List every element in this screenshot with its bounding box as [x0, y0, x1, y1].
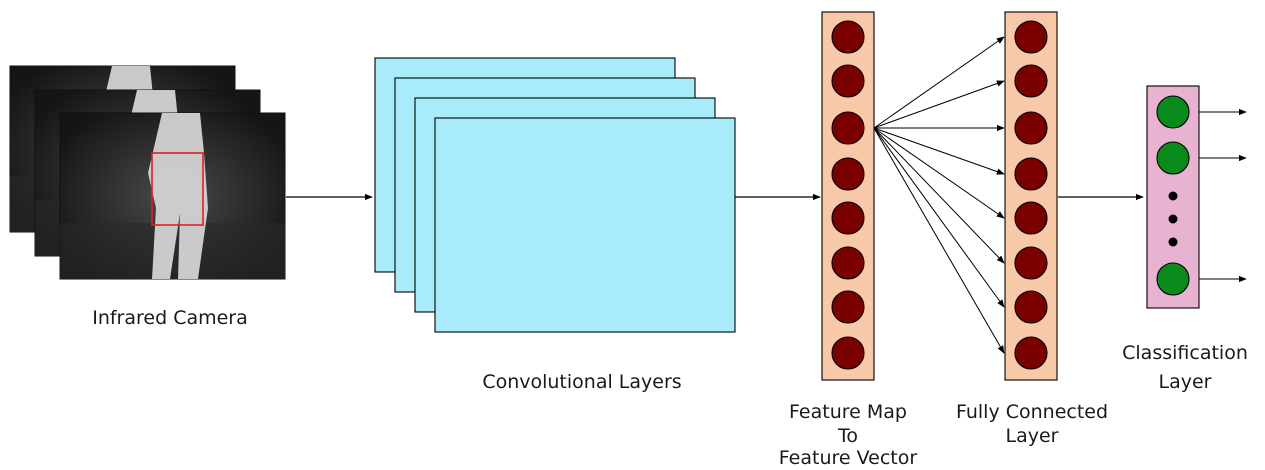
feature-node-7 — [831, 290, 865, 324]
fc-node-2 — [1014, 64, 1048, 98]
classification-label-line2: Layer — [1159, 371, 1212, 393]
camera-frame-3 — [59, 112, 286, 280]
feature-node-8 — [831, 336, 865, 370]
convolutional-layers — [374, 57, 736, 333]
feature-node-6 — [831, 246, 865, 280]
fc-node-7 — [1014, 290, 1048, 324]
feature-node-3 — [831, 111, 865, 145]
classification-column — [1146, 85, 1247, 309]
fc-connection-6 — [873, 127, 1005, 264]
feature-node-5 — [831, 201, 865, 235]
ellipsis-dot-2 — [1168, 214, 1178, 224]
conv-layer-4 — [434, 117, 736, 333]
classification-label-line1: Classification — [1122, 342, 1248, 364]
fc-node-1 — [1014, 20, 1048, 54]
feature-map-label-line3: Feature Vector — [779, 447, 918, 469]
fc-node-5 — [1014, 201, 1048, 235]
fc-node-8 — [1014, 336, 1048, 370]
fully-connected-column — [1004, 11, 1058, 381]
camera-label: Infrared Camera — [92, 307, 248, 329]
person-silhouette — [148, 113, 208, 279]
detection-box — [151, 152, 204, 226]
class-node-2 — [1156, 141, 1190, 175]
fc-connection-arrows — [873, 36, 1005, 354]
fc-connection-4 — [873, 127, 1005, 175]
class-node-1 — [1156, 95, 1190, 129]
fc-label-line1: Fully Connected — [956, 401, 1108, 423]
fc-node-3 — [1014, 111, 1048, 145]
fc-node-4 — [1014, 157, 1048, 191]
feature-node-4 — [831, 157, 865, 191]
infrared-camera-frames — [9, 65, 286, 280]
ellipsis-dot-1 — [1168, 191, 1178, 201]
class-node-3 — [1156, 262, 1190, 296]
feature-map-label-line2: To — [837, 425, 858, 447]
feature-node-2 — [831, 64, 865, 98]
fc-connection-7 — [873, 127, 1005, 308]
fc-connection-2 — [873, 80, 1005, 129]
fc-connection-8 — [873, 127, 1005, 354]
fc-node-6 — [1014, 246, 1048, 280]
feature-map-label-line1: Feature Map — [789, 401, 907, 423]
feature-vector-column — [821, 11, 875, 381]
fc-connection-1 — [873, 36, 1005, 129]
conv-label: Convolutional Layers — [482, 371, 681, 393]
fc-label-line2: Layer — [1006, 425, 1059, 447]
ellipsis-dot-3 — [1168, 237, 1178, 247]
fc-connection-5 — [873, 127, 1005, 219]
feature-node-1 — [831, 20, 865, 54]
